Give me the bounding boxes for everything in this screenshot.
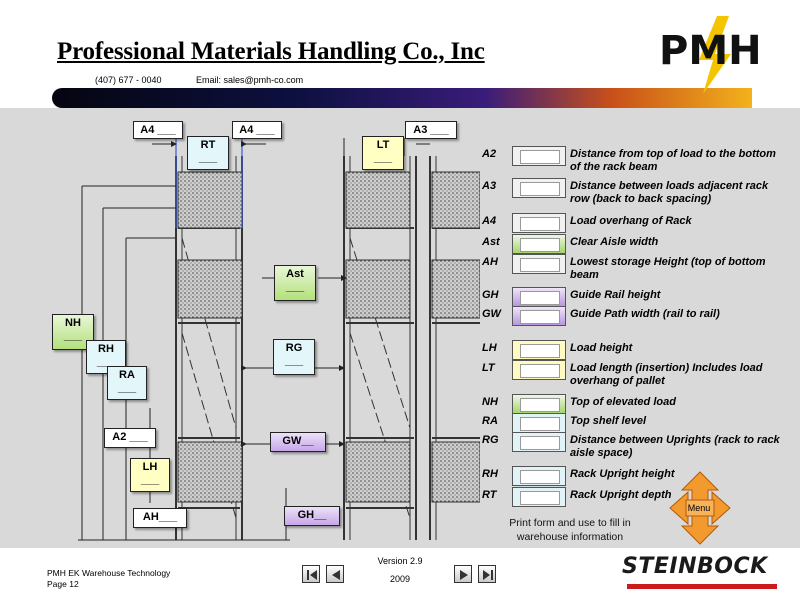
label-a4-left: A4 ___ [133,121,183,139]
legend-description: Distance between Uprights (rack to rack … [570,434,780,459]
label-nh-text: NH [65,317,81,329]
legend-input-box[interactable] [512,306,566,326]
label-rt-text: RT [200,139,216,151]
legend-code: LT [482,362,495,374]
next-icon[interactable] [454,565,472,583]
legend-description: Top shelf level [570,415,647,427]
label-a3: A3 ___ [405,121,457,139]
label-ast: Ast ___ [274,265,316,301]
legend-input-box[interactable] [512,287,566,307]
legend-code: RA [482,415,498,427]
legend-code: RT [482,489,497,501]
legend-code: A4 [482,215,497,227]
legend-input-box[interactable] [512,213,566,233]
legend-description: Guide Path width (rail to rail) [570,308,720,320]
label-lt: LT ___ [362,136,404,170]
year: 2009 [389,574,411,584]
legend-description: Clear Aisle width [570,236,659,248]
email-address: Email: sales@pmh-co.com [196,75,304,85]
label-lh-text: LH [142,461,158,473]
legend-code: A2 [482,148,497,160]
legend-description: Distance between loads adjacent rack row… [570,180,769,205]
legend-input-box[interactable] [512,487,566,507]
label-nh-blank: ___ [63,330,83,342]
legend-input-box[interactable] [512,178,566,198]
label-a2: A2 ___ [104,428,156,448]
legend-description: Lowest storage Height (top of bottom bea… [570,256,766,281]
label-ra: RA ___ [107,366,147,400]
legend-description: Load length (insertion) Includes load ov… [570,362,763,387]
legend-code: AH [482,256,498,268]
legend-code: GW [482,308,501,320]
steinbock-bar [627,584,777,589]
legend-input-box[interactable] [512,466,566,486]
label-ast-text: Ast [286,268,304,280]
steinbock-logo: STEINBOCK [622,554,768,579]
legend-input-box[interactable] [512,394,566,414]
legend-code: LH [482,342,497,354]
legend-code: RG [482,434,499,446]
label-ra-text: RA [119,369,135,381]
legend-input-box[interactable] [512,432,566,452]
legend-description: Top of elevated load [570,396,676,408]
rack-diagram [78,138,480,541]
legend-code: RH [482,468,498,480]
skip-forward-icon[interactable] [478,565,496,583]
label-rg: RG ___ [273,339,315,375]
skip-back-icon[interactable] [302,565,320,583]
label-a4-right: A4 ___ [232,121,282,139]
label-rg-blank: ___ [284,355,304,367]
legend-description: Guide Rail height [570,289,661,301]
legend-description: Load height [570,342,633,354]
footer-company: PMH EK Warehouse Technology [47,568,171,578]
logo-text: PMH [659,28,762,74]
legend-code: GH [482,289,499,301]
legend-code: A3 [482,180,497,192]
legend-description: Rack Upright depth [570,489,672,501]
legend-description: Load overhang of Rack [570,215,692,227]
label-rh-blank: ___ [96,356,116,368]
menu-button[interactable] [668,470,732,546]
label-ast-blank: ___ [285,281,305,293]
label-rt: RT ___ [187,136,229,170]
main-panel: A4 ___ A4 ___ RT ___ LT ___ A3 ___ Ast _… [0,108,800,548]
label-lh: LH ___ [130,458,170,492]
legend-input-box[interactable] [512,146,566,166]
legend-input-box[interactable] [512,413,566,433]
label-gw: GW__ [270,432,326,452]
label-rg-text: RG [285,342,303,354]
legend-input-box[interactable] [512,254,566,274]
version: Version 2.9 [377,556,423,566]
legend-input-box[interactable] [512,360,566,380]
header-swoosh [52,88,752,108]
footer-info: PMH EK Warehouse Technology Page 12 [47,568,170,590]
legend-code: Ast [482,236,500,248]
page-title: Professional Materials Handling Co., Inc [57,38,485,65]
label-ah: AH___ [133,508,187,528]
menu-label[interactable]: Menu [687,503,711,513]
label-nh: NH ___ [52,314,94,350]
label-rt-blank: ___ [198,152,218,164]
legend-input-box[interactable] [512,234,566,254]
pmh-logo: PMH [659,16,762,94]
phone-number: (407) 677 - 0040 [95,75,162,85]
label-gh: GH__ [284,506,340,526]
label-ra-blank: ___ [117,382,137,394]
legend-code: NH [482,396,498,408]
label-lt-blank: ___ [373,152,393,164]
footer-page: Page 12 [47,579,79,589]
label-rh-text: RH [98,343,114,355]
previous-icon[interactable] [326,565,344,583]
print-note: Print form and use to fill in warehouse … [509,517,631,543]
label-lh-blank: ___ [140,474,160,486]
label-lt-text: LT [376,139,390,151]
legend-input-box[interactable] [512,340,566,360]
legend-description: Rack Upright height [570,468,675,480]
legend-description: Distance from top of load to the bottom … [570,148,776,173]
